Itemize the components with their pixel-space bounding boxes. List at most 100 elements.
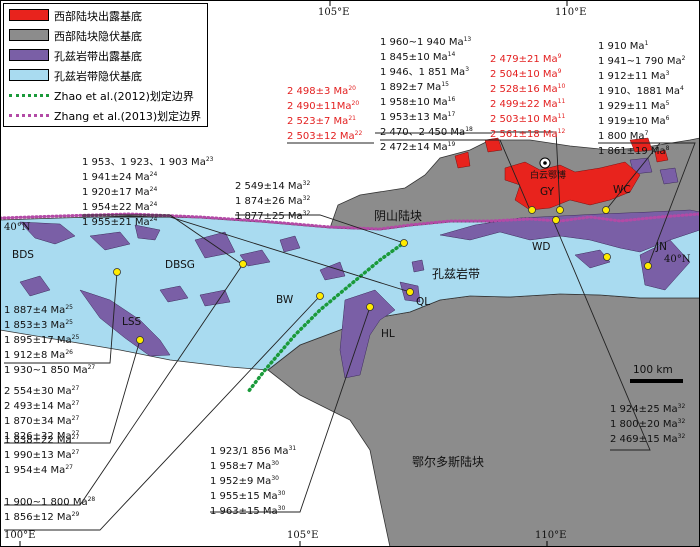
age-line: 2 503±12 Ma22 [287,130,363,142]
age-line: 1 910 Ma1 [598,40,649,52]
age-line: 2 498±3 Ma20 [287,85,356,97]
age-line: 1 953、1 923、1 903 Ma23 [82,156,214,168]
sample-points [113,206,652,344]
legend-item: Zhao et al.(2012)划定边界 [9,87,205,103]
place-bw: BW [276,294,294,306]
place-gy: GY [540,186,555,198]
leader-lines [4,131,696,531]
age-line: 1 990±13 Ma27 [4,449,80,461]
zhao-2012-boundary [246,240,407,394]
age-line: 1 800 Ma7 [598,130,649,142]
legend-label: 孔兹岩带隐伏基底 [54,70,142,83]
coord-bot-105: 105°E [287,530,319,541]
age-line: 1 895±17 Ma25 [4,334,80,346]
legend-swatch [9,49,49,61]
age-line: 1 958±10 Ma16 [380,96,456,108]
legend-item: 西部陆块出露基底 [9,7,205,23]
age-line: 2 528±16 Ma10 [490,83,566,95]
region-ordos: 鄂尔多斯陆块 [412,455,485,469]
age-line: 1 960~1 940 Ma13 [380,36,472,48]
legend-label: Zhang et al.(2013)划定边界 [54,110,202,123]
place-wc: WC [613,184,631,196]
age-line: 2 470、2 450 Ma18 [380,126,473,138]
age-line: 1 954±22 Ma24 [82,201,158,213]
legend-item: 孔兹岩带出露基底 [9,47,205,63]
zhang-2013-boundary [0,212,700,231]
age-line: 1 853±3 Ma25 [4,319,73,331]
age-line: 2 554±30 Ma27 [4,385,80,397]
age-group-32a: 2 549±14 Ma32 1 874±26 Ma32 1 877±25 Ma32 [235,178,310,223]
age-line: 1 953±13 Ma17 [380,111,456,123]
age-group-9: 2 479±21 Ma9 2 504±10 Ma9 2 528±16 Ma10 2 4… [490,51,565,141]
age-line: 1 930~1 850 Ma27 [4,364,96,376]
age-line: 2 523±7 Ma21 [287,115,356,127]
age-line: 1 877±25 Ma32 [235,210,311,222]
legend-label: Zhao et al.(2012)划定边界 [54,90,194,103]
coord-top-110: 110°E [555,7,587,18]
region-khondalite: 孔兹岩带 [432,267,481,281]
graticule-ticks [19,0,568,547]
age-line: 2 549±14 Ma32 [235,180,311,192]
coord-top-105: 105°E [318,7,350,18]
age-line: 1 952±9 Ma30 [210,475,279,487]
age-line: 2 493±14 Ma27 [4,400,80,412]
place-baiyunebo: 白云鄂博 [530,171,567,181]
age-group-28: 1 900~1 800 Ma28 1 856±12 Ma29 [4,494,95,524]
legend-item: 西部陆块隐伏基底 [9,27,205,43]
coord-bot-100: 100°E [4,530,36,541]
age-line: 1 924±25 Ma32 [610,403,686,415]
legend-line [9,114,49,117]
age-line: 1 838±22 Ma27 [4,434,80,446]
legend-swatch [9,29,49,41]
age-line: 1 861±19 Ma8 [598,145,670,157]
age-line: 1 929±11 Ma5 [598,100,670,112]
age-group-27: 2 554±30 Ma27 2 493±14 Ma27 1 870±34 Ma27 1… [4,383,79,443]
age-group-32b: 1 924±25 Ma32 1 800±20 Ma32 2 469±15 Ma32 [610,401,685,446]
place-jn: JN [656,241,667,253]
legend-label: 西部陆块出露基底 [54,10,142,23]
western-block-exposures [454,137,669,211]
place-ql: QL [416,296,431,308]
legend-swatch [9,69,49,81]
coord-bot-110: 110°E [535,530,567,541]
age-line: 2 499±22 Ma11 [490,98,566,110]
age-line: 1 900~1 800 Ma28 [4,496,96,508]
age-line: 1 874±26 Ma32 [235,195,311,207]
age-line: 1 845±10 Ma14 [380,51,456,63]
age-line: 2 490±11Ma20 [287,100,360,112]
age-line: 1 941±24 Ma24 [82,171,158,183]
age-line: 1 912±11 Ma3 [598,70,670,82]
legend-item: Zhang et al.(2013)划定边界 [9,107,205,123]
age-line: 1 856±12 Ma29 [4,511,80,523]
age-line: 2 503±10 Ma11 [490,113,566,125]
place-hl: HL [381,328,395,340]
age-line: 2 504±10 Ma9 [490,68,562,80]
age-group-20: 2 498±3 Ma20 2 490±11Ma20 2 523±7 Ma21 2 50… [287,83,362,143]
legend-label: 西部陆块隐伏基底 [54,30,142,43]
age-line: 1 800±20 Ma32 [610,418,686,430]
age-line: 2 561±18 Ma12 [490,128,566,140]
age-line: 1 955±21 Ma24 [82,216,158,228]
place-wd: WD [532,241,551,253]
age-line: 1 955±15 Ma30 [210,490,286,502]
age-line: 2 479±21 Ma9 [490,53,562,65]
legend: 西部陆块出露基底西部陆块隐伏基底孔兹岩带出露基底孔兹岩带隐伏基底 Zhao et … [3,3,208,127]
age-line: 1 920±17 Ma24 [82,186,158,198]
coord-lat-left: 40°N [4,222,31,233]
age-line: 1 892±7 Ma15 [380,81,449,93]
age-group-23: 1 953、1 923、1 903 Ma23 1 941±24 Ma24 1 920… [82,154,213,229]
age-line: 2 469±15 Ma32 [610,433,686,445]
age-line: 1 910、1881 Ma4 [598,85,684,97]
age-line: 1 912±8 Ma26 [4,349,73,361]
legend-swatch [9,9,49,21]
age-line: 1 826±32 Ma27 [4,430,80,442]
age-line: 1 958±7 Ma30 [210,460,279,472]
age-line: 1 870±34 Ma27 [4,415,80,427]
place-lss: LSS [122,316,142,328]
